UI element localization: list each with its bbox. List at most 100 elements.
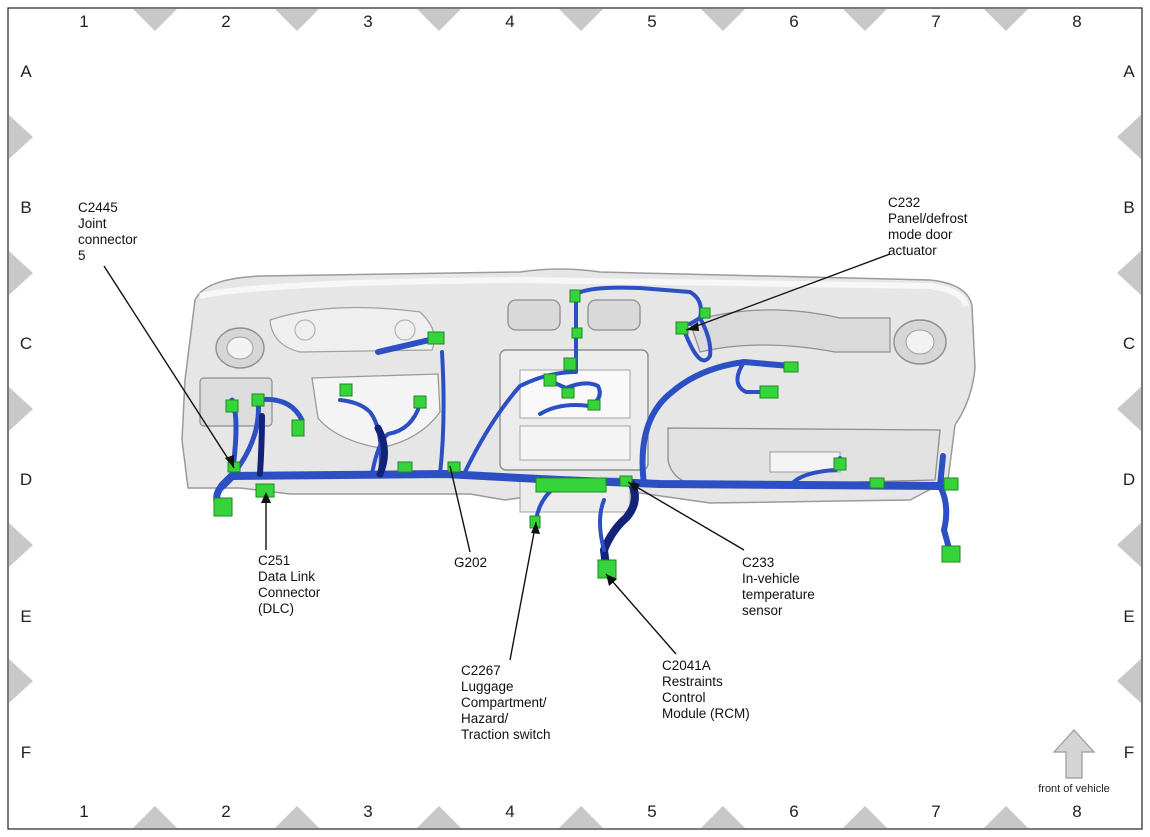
harness-glovebox-branch	[735, 360, 772, 394]
center-vent-left	[507, 299, 561, 331]
grid-marker-left-2	[9, 251, 33, 295]
callout-c232-line-3: mode door	[888, 227, 953, 242]
grid-marker-right-4	[1117, 523, 1141, 567]
harness-rcm-thin	[598, 498, 606, 552]
row-label-left-A: A	[20, 62, 32, 81]
col-label-top-5: 5	[647, 12, 656, 31]
col-label-top-7: 7	[931, 12, 940, 31]
grid-marker-bottom-7	[984, 806, 1028, 828]
grid-marker-top-7	[984, 9, 1028, 31]
col-label-top-4: 4	[505, 12, 514, 31]
connector-stack-4	[587, 399, 601, 411]
harness-g202-lead	[438, 350, 446, 476]
harness-stack-loop	[538, 378, 602, 416]
connector-left-2	[251, 393, 265, 407]
col-label-top-2: 2	[221, 12, 230, 31]
callout-c2267-line-2: Luggage	[461, 679, 514, 694]
col-label-top-8: 8	[1072, 12, 1081, 31]
connector-right-upper	[943, 477, 959, 491]
harness-actuator-branch	[682, 316, 713, 363]
row-label-right-D: D	[1123, 470, 1135, 489]
right-vent-inner	[905, 329, 935, 355]
callout-c233: C233 In-vehicle temperature sensor	[742, 555, 815, 618]
leader-g202	[449, 465, 471, 553]
harness-right-drop	[937, 453, 953, 555]
col-label-bottom-3: 3	[363, 802, 372, 821]
callout-c232-line-1: C232	[888, 195, 920, 210]
harness-rcm-branch	[600, 480, 639, 570]
leader-lines	[103, 253, 891, 661]
grid-marker-left-5	[9, 659, 33, 703]
grid-marker-top-1	[133, 9, 177, 31]
center-stack-controls	[519, 425, 631, 461]
col-label-top-1: 1	[79, 12, 88, 31]
callout-c251-line-1: C251	[258, 553, 290, 568]
grid-marker-left-3	[9, 387, 33, 431]
connector-stack-1	[543, 373, 557, 387]
callout-c2041a-line-2: Restraints	[662, 674, 723, 689]
col-label-bottom-4: 4	[505, 802, 514, 821]
harness-left-dark	[257, 413, 265, 477]
center-vent-right	[587, 299, 641, 331]
grid-marker-right-5	[1117, 659, 1141, 703]
row-label-right-F: F	[1124, 743, 1134, 762]
col-label-top-3: 3	[363, 12, 372, 31]
grid-marker-right-2	[1117, 251, 1141, 295]
connector-left-3	[291, 419, 305, 437]
up-arrow-icon	[1052, 729, 1096, 779]
grid-marker-top-6	[843, 9, 887, 31]
row-labels-right: A B C D E F	[1123, 62, 1135, 762]
connector-left-1	[225, 399, 239, 413]
callout-c251-line-3: Connector	[258, 585, 321, 600]
connector-duct	[783, 361, 799, 373]
col-label-bottom-8: 8	[1072, 802, 1081, 821]
callout-c2445-line-2: Joint	[78, 216, 107, 231]
callout-c2445: C2445 Joint connector 5	[78, 200, 138, 263]
connector-steering-1	[339, 383, 353, 397]
cluster-dial-right	[394, 319, 416, 341]
callout-c2267-line-4: Hazard/	[461, 711, 509, 726]
connector-center-vent	[571, 327, 583, 339]
arrowhead-c233	[628, 482, 640, 492]
left-vent-inner	[226, 336, 254, 360]
cluster-opening	[269, 306, 435, 353]
callout-g202: G202	[454, 555, 487, 570]
row-label-left-F: F	[21, 743, 31, 762]
callout-g202-line-1: G202	[454, 555, 487, 570]
col-label-bottom-6: 6	[789, 802, 798, 821]
arrowhead-c251	[261, 492, 271, 503]
callout-c232: C232 Panel/defrost mode door actuator	[888, 195, 968, 258]
connector-c232	[675, 321, 689, 335]
grid-marker-bottom-1	[133, 806, 177, 828]
col-label-bottom-2: 2	[221, 802, 230, 821]
arrowhead-c2445	[225, 455, 234, 468]
hvac-duct	[689, 309, 891, 353]
callout-c232-line-2: Panel/defrost	[888, 211, 968, 226]
harness-glovebox-rise	[639, 359, 793, 487]
col-label-top-6: 6	[789, 12, 798, 31]
connector-actuator-2	[699, 307, 711, 319]
connector-left-drop	[213, 497, 233, 517]
row-label-left-C: C	[20, 334, 32, 353]
grid-marker-top-2	[275, 9, 319, 31]
grid-marker-bottom-2	[275, 806, 319, 828]
callout-c2445-line-1: C2445	[78, 200, 118, 215]
leader-c233	[627, 481, 745, 551]
col-label-bottom-5: 5	[647, 802, 656, 821]
connector-glovebox-3	[869, 477, 885, 489]
connector-glovebox-2	[833, 457, 847, 471]
callout-c233-line-3: temperature	[742, 587, 815, 602]
connector-stack-2	[563, 357, 577, 371]
grid-markers	[9, 9, 1141, 828]
row-label-right-C: C	[1123, 334, 1135, 353]
harness-steering-dark	[374, 424, 388, 478]
grid-marker-top-4	[559, 9, 603, 31]
callout-c2267-line-1: C2267	[461, 663, 501, 678]
row-label-left-D: D	[20, 470, 32, 489]
row-label-right-A: A	[1123, 62, 1135, 81]
harness-connectors	[213, 289, 961, 579]
callout-c251-line-4: (DLC)	[258, 601, 294, 616]
leader-c2267	[509, 521, 537, 661]
leader-c2041a	[605, 573, 677, 655]
